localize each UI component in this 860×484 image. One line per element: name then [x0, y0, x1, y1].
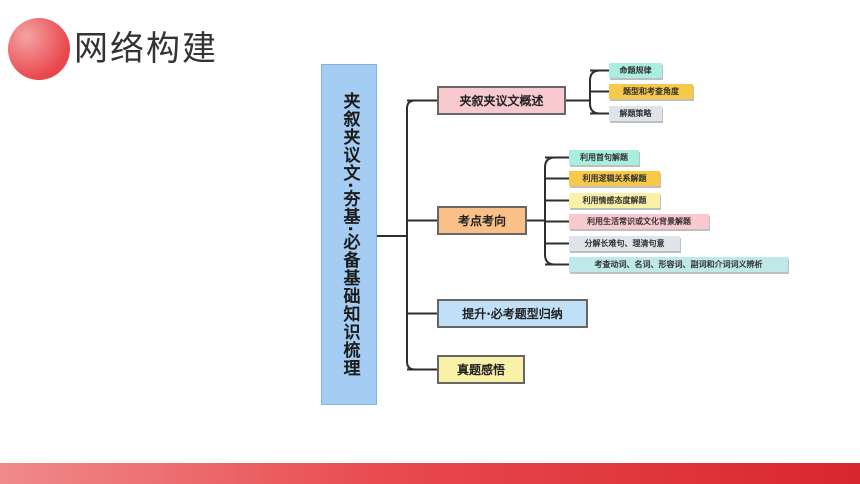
leaf-node: 利用情感态度解题 — [569, 193, 660, 208]
branch-node: 夹叙夹议文概述 — [437, 86, 566, 115]
bottom-bar — [0, 463, 860, 484]
connector-line — [406, 99, 416, 371]
leaf-node: 命题规律 — [609, 63, 662, 78]
leaf-node: 题型和考查角度 — [609, 84, 693, 99]
branch-node: 提升·必考题型归纳 — [437, 299, 588, 328]
leaf-node: 考查动词、名词、形容词、副词和介词词义辨析 — [569, 257, 788, 272]
leaf-node: 利用逻辑关系解题 — [569, 171, 660, 186]
connector-line — [544, 156, 556, 266]
leaf-node: 分解长难句、理清句意 — [569, 236, 680, 251]
mindmap-root-label: 夹叙夹议文·夯基·必备基础知识梳理 — [339, 92, 360, 377]
leaf-node: 利用首句解题 — [569, 150, 639, 165]
branch-node: 真题感悟 — [437, 355, 525, 384]
leaf-node: 解题策略 — [609, 106, 662, 121]
leaf-node: 利用生活常识或文化背景解题 — [569, 214, 709, 229]
decorative-circle — [8, 18, 70, 80]
branch-node: 考点考向 — [437, 206, 527, 235]
page-title: 网络构建 — [74, 29, 218, 69]
mindmap-root-node: 夹叙夹议文·夯基·必备基础知识梳理 — [321, 64, 377, 405]
